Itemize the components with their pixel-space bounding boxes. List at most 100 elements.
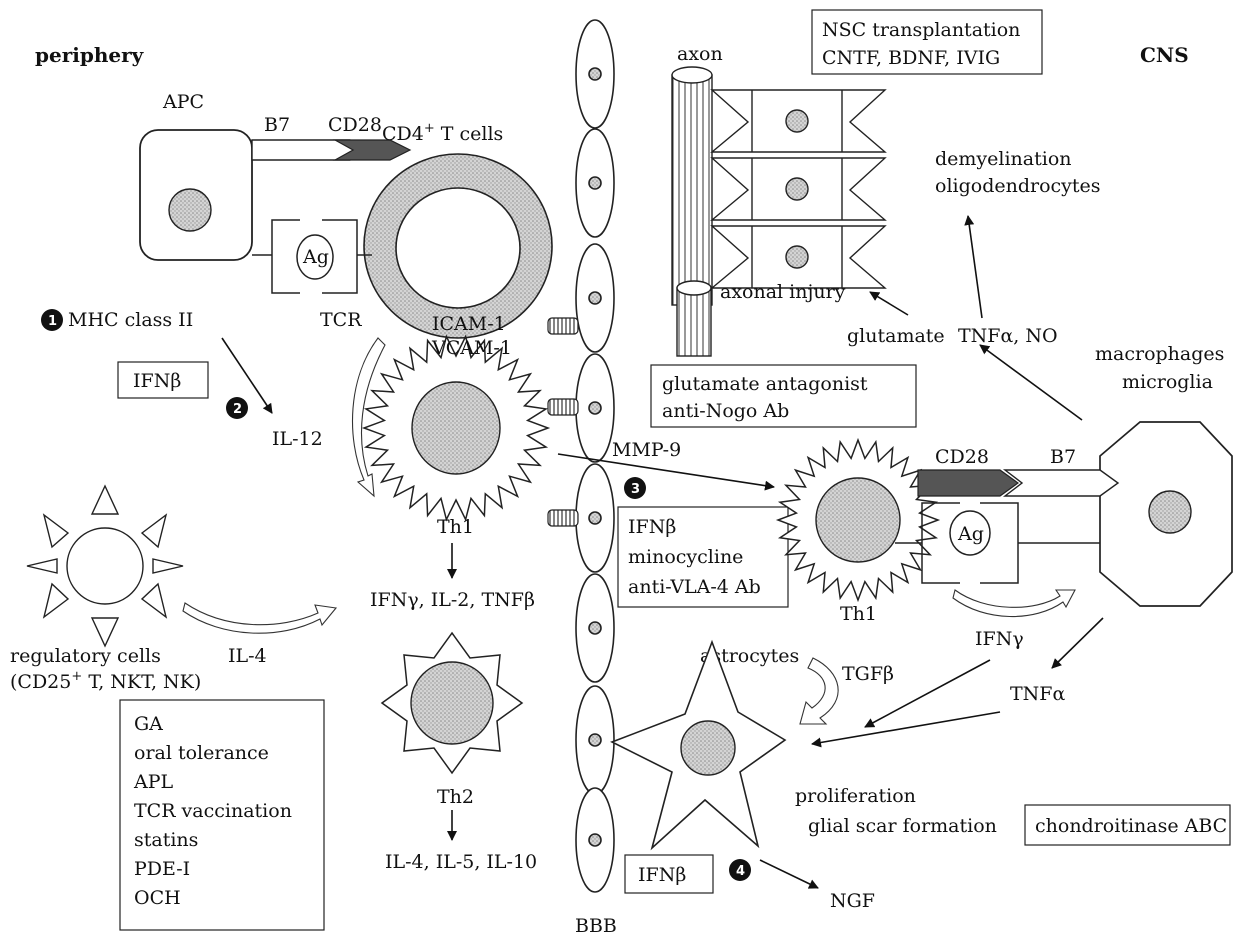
arrow-macrophage-to-tnfa-no xyxy=(979,344,1083,421)
glutamate-label: glutamate xyxy=(847,325,945,347)
step-2-marker xyxy=(226,397,248,419)
injured-axon xyxy=(676,280,712,357)
icam-label: ICAM-1 xyxy=(432,313,506,335)
tcr-label: TCR xyxy=(320,309,362,331)
tgfb-autocrine-arrow xyxy=(799,657,839,725)
periphery-therapy-3: APL xyxy=(133,771,174,793)
apc-nucleus xyxy=(168,188,212,232)
th2-label: Th2 xyxy=(437,786,474,808)
bbb-therapy-box xyxy=(617,506,789,608)
mhc-ag-tcr-complex-right xyxy=(895,502,1100,584)
axon-label: axon xyxy=(677,43,723,65)
ifnb-box-periphery-text: IFNβ xyxy=(133,370,181,392)
regulatory-label-1: regulatory cells xyxy=(10,645,161,667)
bbb-endothelium xyxy=(575,19,615,893)
step-1-number: 1 xyxy=(48,314,57,329)
th1-left-label: Th1 xyxy=(437,516,474,538)
th1-cytokines-label: IFNγ, IL-2, TNFβ xyxy=(370,589,535,611)
th1-right-label: Th1 xyxy=(840,603,877,625)
periphery-therapy-box xyxy=(119,699,325,931)
glutamate-therapy-2: anti-Nogo Ab xyxy=(662,400,789,422)
bbb-therapy-2: minocycline xyxy=(628,546,743,568)
periphery-label: periphery xyxy=(35,43,145,67)
regulatory-label-2: (CD25+ T, NKT, NK) xyxy=(10,669,201,693)
macrophage-nucleus xyxy=(1148,490,1192,534)
arrow-tnfa-no-to-demyelination xyxy=(964,215,983,319)
mhc-label: MHC class II xyxy=(68,309,193,331)
ag-right-label: Ag xyxy=(957,523,984,545)
vcam-label: VCAM-1 xyxy=(431,337,512,359)
adhesion-molecules xyxy=(547,317,579,527)
nsc-therapy-1: NSC transplantation xyxy=(822,19,1020,41)
ifnb-box-bottom-text: IFNβ xyxy=(638,864,686,886)
step-1-marker xyxy=(41,309,63,331)
bbb-therapy-1: IFNβ xyxy=(628,516,676,538)
arrow-tnfa-to-astrocyte xyxy=(811,711,1001,748)
bbb-therapy-3: anti-VLA-4 Ab xyxy=(628,576,761,598)
bbb-label: BBB xyxy=(575,915,617,937)
oligodendrocytes-label: oligodendrocytes xyxy=(935,175,1101,197)
astrocytes-label: astrocytes xyxy=(700,645,799,667)
microglia-label: microglia xyxy=(1122,371,1213,393)
ngf-label: NGF xyxy=(830,890,875,912)
ag-left-label: Ag xyxy=(302,246,329,268)
periphery-therapy-5: statins xyxy=(134,829,198,851)
glutamate-therapy-box xyxy=(650,364,917,428)
step-4-marker xyxy=(729,859,751,881)
cd28-right-label: CD28 xyxy=(935,446,989,468)
periphery-therapy-6: PDE-I xyxy=(134,858,190,880)
arrow-th1-migration xyxy=(557,453,775,491)
cd4-t-cell-inner xyxy=(395,187,521,309)
step-4-number: 4 xyxy=(736,864,745,879)
astrocyte-nucleus xyxy=(680,720,736,776)
tnfa-no-label: TNFα, NO xyxy=(958,325,1058,347)
ifnb-box-periphery xyxy=(117,361,209,399)
il4-label: IL-4 xyxy=(228,645,267,667)
step-3-number: 3 xyxy=(631,482,640,497)
periphery-therapy-7: OCH xyxy=(134,887,181,909)
cd4-t-cells-label: CD4+ T cells xyxy=(382,121,503,145)
cns-label: CNS xyxy=(1140,43,1189,67)
tgfb-label: TGFβ xyxy=(842,663,894,685)
apc-label: APC xyxy=(162,91,204,113)
b7-receptor-right xyxy=(1002,469,1120,497)
myelin-sheaths xyxy=(710,89,887,289)
proliferation-label: proliferation xyxy=(795,785,916,807)
th1-cell-right xyxy=(775,437,941,603)
th1-ifng-curve xyxy=(952,589,1076,618)
mhc-ag-tcr-complex xyxy=(252,219,372,294)
chondroitinase-box xyxy=(1024,804,1231,846)
th2-cytokines-label: IL-4, IL-5, IL-10 xyxy=(385,851,537,873)
step-2-number: 2 xyxy=(233,402,242,417)
periphery-therapy-4: TCR vaccination xyxy=(134,800,292,822)
axon xyxy=(671,66,713,306)
nsc-therapy-2: CNTF, BDNF, IVIG xyxy=(822,47,1000,69)
glial-scar-label: glial scar formation xyxy=(808,815,997,837)
ifng-label: IFNγ xyxy=(975,628,1024,650)
nsc-therapy-box xyxy=(811,9,1043,75)
ifnb-box-bottom xyxy=(624,854,714,894)
periphery-therapy-2: oral tolerance xyxy=(134,742,269,764)
step-3-marker xyxy=(624,477,646,499)
arrow-macrophage-to-tnfa xyxy=(1051,617,1104,669)
arrow-mhc-to-il12 xyxy=(221,337,273,414)
b7-left-label: B7 xyxy=(264,114,290,136)
tnfa-label: TNFα xyxy=(1010,683,1065,705)
macrophages-label: macrophages xyxy=(1095,343,1224,365)
regulatory-il4-arrow xyxy=(182,602,338,634)
demyelination-label: demyelination xyxy=(935,148,1072,170)
th1-cell-left xyxy=(361,334,551,522)
axonal-injury-label: axonal injury xyxy=(720,281,846,303)
cd28-left-label: CD28 xyxy=(328,114,382,136)
chondroitinase-text: chondroitinase ABC xyxy=(1035,815,1227,837)
cd28-receptor-right xyxy=(917,469,1020,497)
b7-right-label: B7 xyxy=(1050,446,1076,468)
periphery-therapy-1: GA xyxy=(134,713,163,735)
arrow-astrocyte-to-ngf xyxy=(759,859,819,889)
th2-cell xyxy=(380,631,524,775)
tcr-to-th1-arrow xyxy=(352,337,386,498)
glutamate-therapy-1: glutamate antagonist xyxy=(662,373,868,395)
regulatory-cell xyxy=(26,484,184,648)
